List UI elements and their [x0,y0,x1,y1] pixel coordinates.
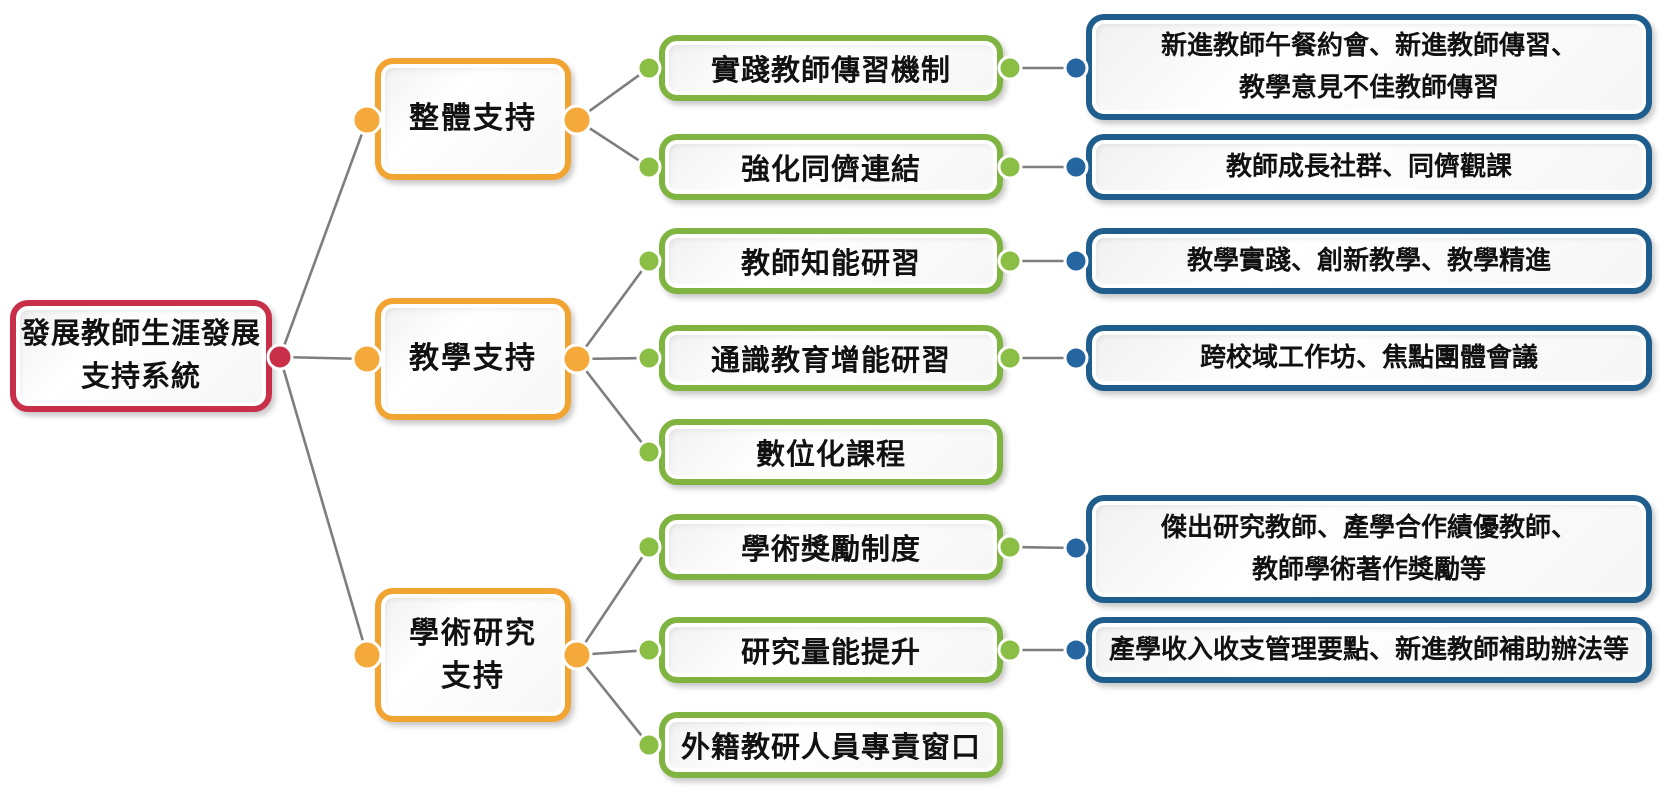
detail-outstanding-research-awards: 傑出研究教師、產學合作績優教師、 教師學術著作獎勵等 [1086,495,1652,603]
connector-dot-blue [1063,248,1089,274]
connector-line [576,356,650,361]
connector-dot-green [636,534,662,560]
detail-industry-income-guidelines: 產學收入收支管理要點、新進教師補助辦法等 [1086,617,1652,683]
item-label: 研究量能提升 [740,637,921,669]
item-label: 通識教育增能研習 [710,345,951,377]
connector-dot-blue [1063,637,1089,663]
item-foreign-faculty-contact: 外籍教研人員專責窗口 [659,712,1003,778]
item-label: 外籍教研人員專責窗口 [680,732,981,764]
item-peer-connection: 強化同儕連結 [659,134,1003,200]
connector-dot-blue [1063,535,1089,561]
root-node: 發展教師生涯發展 支持系統 [10,300,272,412]
item-label: 強化同儕連結 [740,154,921,186]
branch-teaching-support: 教學支持 [375,298,571,420]
connector-dot-green [636,55,662,81]
connector-dot-blue [1063,154,1089,180]
item-label: 數位化課程 [755,439,906,471]
connector-line [576,66,650,122]
item-research-capacity: 研究量能提升 [659,617,1003,683]
item-label: 學術獎勵制度 [740,534,921,566]
detail-new-teacher-programs: 新進教師午餐約會、新進教師傳習、 教學意見不佳教師傳習 [1086,14,1652,120]
connector-dot-green [636,345,662,371]
item-label: 實踐教師傳習機制 [710,55,951,87]
connector-dot-green [636,732,662,758]
connector-line [278,119,369,358]
connector-line [575,546,651,656]
connector-line [576,648,650,657]
detail-line1: 教學實踐、創新教學、教學精進 [1186,245,1551,276]
connector-line [279,355,368,361]
branch-label: 整體支持 [409,102,537,136]
connector-line [278,356,369,656]
connector-dot-blue [1063,345,1089,371]
branch-overall-support: 整體支持 [375,58,571,180]
connector-dot-green [636,439,662,465]
item-general-education-workshop: 通識教育增能研習 [659,325,1003,391]
connector-dot-blue [1063,55,1089,81]
connector-dot-green [636,248,662,274]
item-academic-award-system: 學術獎勵制度 [659,514,1003,580]
item-teacher-knowledge-workshop: 教師知能研習 [659,228,1003,294]
item-mentoring-mechanism: 實踐教師傳習機制 [659,35,1003,101]
detail-teacher-growth-community: 教師成長社群、同儕觀課 [1086,134,1652,200]
connector-line [1009,545,1077,550]
root-label-line2: 支持系統 [80,361,201,393]
item-digital-courses: 數位化課程 [659,419,1003,485]
connector-line [575,260,651,360]
connector-line [575,654,651,746]
detail-line2: 教學意見不佳教師傳習 [1238,72,1499,102]
branch-label-line2: 支持 [441,660,505,693]
connector-line [575,358,651,453]
detail-line2: 教師學術著作獎勵等 [1251,554,1486,584]
detail-line1: 跨校域工作坊、焦點團體會議 [1199,342,1538,373]
item-label: 教師知能研習 [740,248,921,280]
detail-line1: 傑出研究教師、產學合作績優教師、 [1160,512,1577,543]
connector-dot-green [636,154,662,180]
detail-line1: 教師成長社群、同儕觀課 [1225,151,1512,182]
branch-label-line1: 學術研究 [409,616,537,650]
branch-label: 教學支持 [409,342,537,376]
detail-line1: 產學收入收支管理要點、新進教師補助辦法等 [1108,634,1629,665]
branch-academic-research-support: 學術研究 支持 [375,588,571,722]
connector-dot-green [636,637,662,663]
detail-cross-campus-workshop: 跨校域工作坊、焦點團體會議 [1086,325,1652,391]
connector-line [576,118,650,169]
detail-teaching-practice: 教學實踐、創新教學、教學精進 [1086,228,1652,294]
root-label-line1: 發展教師生涯發展 [20,318,261,351]
detail-line1: 新進教師午餐約會、新進教師傳習、 [1160,30,1577,61]
